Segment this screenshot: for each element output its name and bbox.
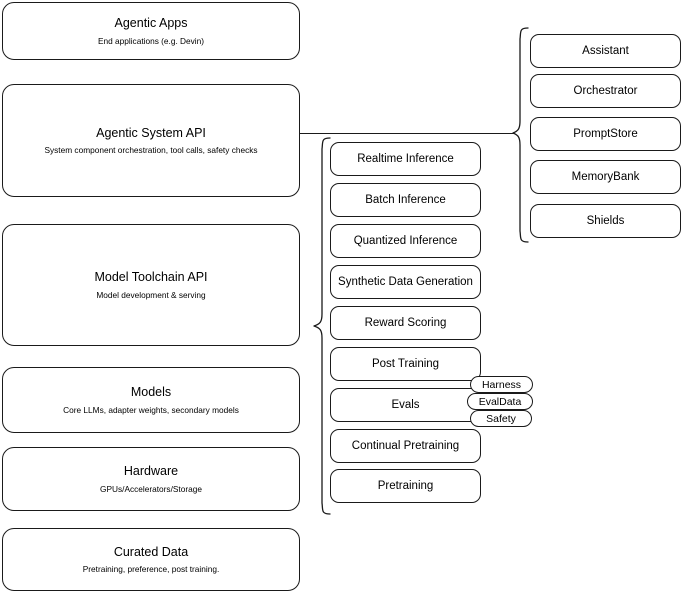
capability-box-quantized-inference[interactable]: Quantized Inference: [330, 224, 481, 258]
stack-box-title: Models: [130, 385, 172, 399]
capability-label: Batch Inference: [365, 193, 446, 206]
stack-box-subtitle: GPUs/Accelerators/Storage: [100, 483, 202, 494]
capability-box-continual-pretraining[interactable]: Continual Pretraining: [330, 429, 481, 463]
component-box-assistant[interactable]: Assistant: [530, 34, 681, 68]
stack-box-title: Model Toolchain API: [94, 270, 208, 284]
stack-box-title: Curated Data: [113, 544, 189, 559]
capability-label: Pretraining: [377, 479, 434, 492]
capability-box-pretraining[interactable]: Pretraining: [330, 469, 481, 503]
stack-box-model-toolchain-api[interactable]: Model Toolchain API Model development & …: [2, 224, 300, 346]
stack-box-subtitle: End applications (e.g. Devin): [97, 35, 205, 46]
component-label: PromptStore: [573, 127, 638, 140]
stack-box-subtitle: Model development & serving: [96, 289, 206, 300]
capability-box-synthetic-data-generation[interactable]: Synthetic Data Generation: [330, 265, 481, 299]
component-label: Orchestrator: [573, 84, 638, 97]
evals-chip-label: Safety: [486, 412, 516, 425]
evals-chip-label: Harness: [481, 378, 522, 391]
evals-chip-evaldata[interactable]: EvalData: [467, 393, 533, 410]
component-box-orchestrator[interactable]: Orchestrator: [530, 74, 681, 108]
capability-box-evals[interactable]: Evals: [330, 388, 481, 422]
evals-chip-label: EvalData: [478, 395, 522, 408]
capability-label: Quantized Inference: [353, 234, 458, 247]
component-box-memorybank[interactable]: MemoryBank: [530, 160, 681, 194]
component-label: MemoryBank: [571, 170, 640, 183]
stack-box-title: Hardware: [123, 464, 179, 478]
stack-box-title: Agentic Apps: [114, 16, 188, 30]
capability-box-post-training[interactable]: Post Training: [330, 347, 481, 381]
capability-label: Continual Pretraining: [351, 439, 460, 452]
component-box-promptstore[interactable]: PromptStore: [530, 117, 681, 151]
stack-box-agentic-apps[interactable]: Agentic Apps End applications (e.g. Devi…: [2, 2, 300, 60]
capability-label: Realtime Inference: [357, 152, 454, 165]
capability-label: Evals: [391, 398, 420, 411]
capability-box-batch-inference[interactable]: Batch Inference: [330, 183, 481, 217]
stack-box-models[interactable]: Models Core LLMs, adapter weights, secon…: [2, 367, 300, 433]
capability-box-realtime-inference[interactable]: Realtime Inference: [330, 142, 481, 176]
connector-line-agentic-system-api: [300, 133, 514, 135]
component-label: Shields: [586, 214, 625, 227]
capability-box-reward-scoring[interactable]: Reward Scoring: [330, 306, 481, 340]
stack-box-title: Agentic System API: [96, 125, 206, 140]
stack-box-curated-data[interactable]: Curated Data Pretraining, preference, po…: [2, 528, 300, 591]
evals-chip-safety[interactable]: Safety: [470, 410, 532, 427]
stack-box-subtitle: Pretraining, preference, post training.: [82, 564, 220, 575]
stack-box-agentic-system-api[interactable]: Agentic System API System component orch…: [2, 84, 300, 197]
stack-box-subtitle: Core LLMs, adapter weights, secondary mo…: [63, 404, 239, 415]
capability-label: Reward Scoring: [364, 316, 447, 329]
component-label: Assistant: [582, 44, 629, 57]
evals-chip-harness[interactable]: Harness: [470, 376, 533, 393]
capability-label: Post Training: [371, 357, 440, 370]
capability-label: Synthetic Data Generation: [338, 275, 473, 288]
stack-box-hardware[interactable]: Hardware GPUs/Accelerators/Storage: [2, 447, 300, 511]
stack-box-subtitle: System component orchestration, tool cal…: [44, 145, 258, 156]
component-box-shields[interactable]: Shields: [530, 204, 681, 238]
brace-middle-column: [313, 137, 331, 515]
brace-right-column: [512, 27, 529, 243]
